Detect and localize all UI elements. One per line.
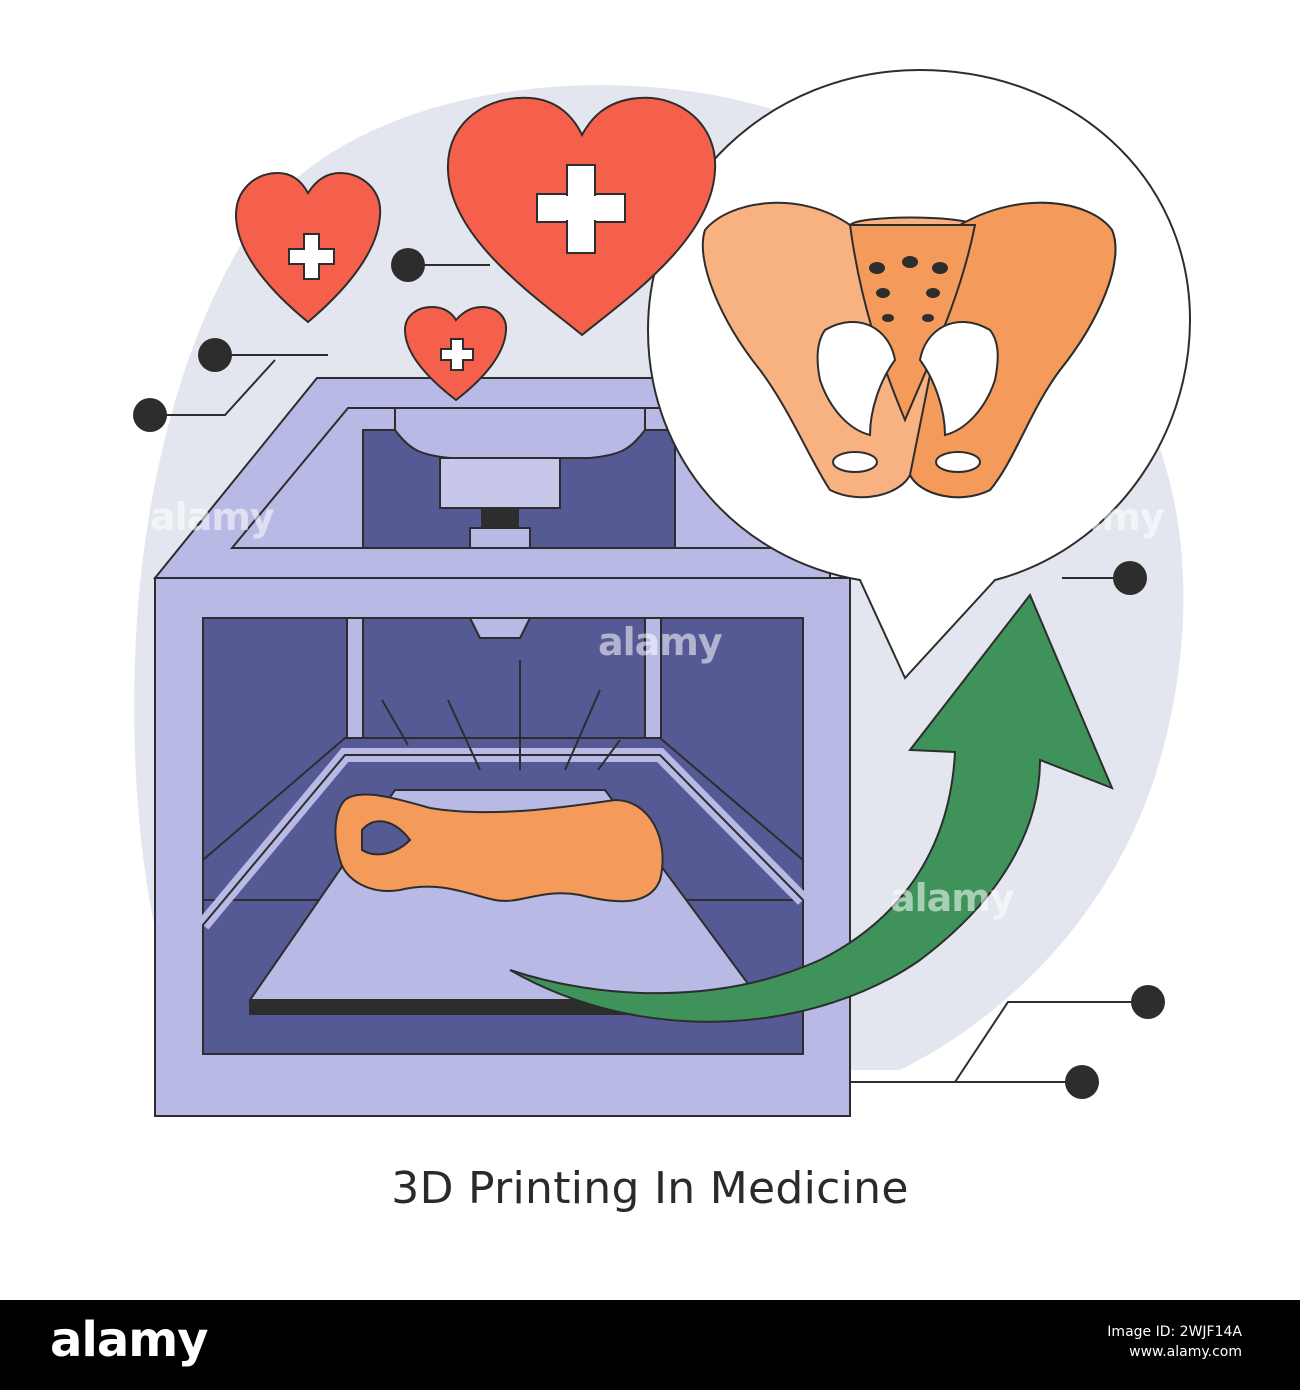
site-url[interactable]: www.alamy.com	[1129, 1344, 1242, 1360]
printing-rays	[381, 660, 621, 771]
watermark: alamy	[890, 876, 1015, 920]
watermark: alamy	[150, 495, 275, 539]
watermark: alamy	[598, 620, 723, 664]
3d-printing-illustration	[133, 68, 1192, 1117]
illustration-caption: 3D Printing In Medicine	[391, 1163, 909, 1214]
heart-plus-icon	[234, 171, 382, 324]
image-id-label: Image ID: 2WJF14A	[1107, 1324, 1242, 1340]
image-id-block: Image ID: 2WJF14A www.alamy.com	[1107, 1322, 1242, 1362]
footer-bar: alamy Image ID: 2WJF14A www.alamy.com	[0, 1300, 1300, 1390]
footer-logo[interactable]: alamy	[50, 1312, 209, 1368]
watermark: alamy	[1040, 495, 1165, 539]
pelvis-bone-icon	[701, 201, 1117, 499]
curved-arrow-icon	[509, 593, 1114, 1023]
heart-plus-icon	[403, 305, 508, 402]
heart-plus-icon	[446, 96, 717, 337]
circuit-dots	[133, 248, 1165, 1099]
printed-bone	[334, 793, 664, 903]
